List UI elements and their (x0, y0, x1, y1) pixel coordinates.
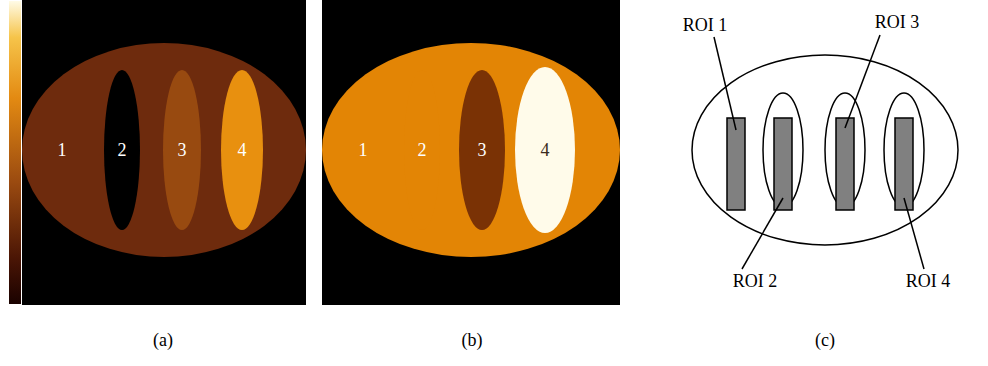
region-number: 3 (478, 141, 487, 159)
panel-label: (c) (815, 331, 835, 349)
leader-line (904, 198, 924, 269)
image-background (322, 0, 620, 305)
roi-rect (727, 118, 745, 210)
ellipse-fill (459, 70, 505, 230)
roi-schematic (692, 35, 958, 269)
leader-line (845, 35, 880, 128)
region-number: 2 (118, 141, 127, 159)
region-number: 3 (178, 141, 187, 159)
leader-line (714, 37, 736, 130)
roi-label: ROI 4 (906, 272, 951, 290)
roi-rect (895, 118, 913, 210)
insert-region: 3 (459, 70, 505, 230)
ellipse-fill (221, 70, 263, 230)
roi-rect (774, 118, 792, 210)
ellipse-fill (404, 70, 440, 230)
image-background (22, 0, 306, 305)
region-number: 1 (58, 141, 67, 159)
insert-region: 4 (221, 70, 263, 230)
roi-rect (836, 118, 854, 210)
phantom-outline (692, 55, 958, 245)
roi-label: ROI 1 (683, 16, 728, 34)
ellipse-fill (163, 70, 201, 230)
color-bar (9, 1, 21, 304)
panel-label: (b) (462, 331, 483, 349)
region-number: 1 (359, 141, 368, 159)
phantom-region: 1 2 3 4 (322, 43, 620, 257)
ellipse-fill (22, 43, 306, 257)
ellipse-fill (104, 70, 140, 230)
region-number: 4 (541, 141, 550, 159)
phantom-region: 1 2 3 4 (22, 43, 306, 257)
ellipse-fill (515, 67, 575, 233)
region-number: 2 (418, 141, 427, 159)
region-number: 4 (238, 141, 247, 159)
insert-region: 2 (404, 70, 440, 230)
panel-label: (a) (153, 331, 173, 349)
roi-label: ROI 2 (733, 272, 778, 290)
roi-label: ROI 3 (875, 13, 920, 31)
leader-line (742, 198, 783, 269)
insert-region: 3 (163, 70, 201, 230)
ellipse-fill (322, 43, 620, 257)
insert-region: 4 (515, 67, 575, 233)
insert-region: 2 (104, 70, 140, 230)
